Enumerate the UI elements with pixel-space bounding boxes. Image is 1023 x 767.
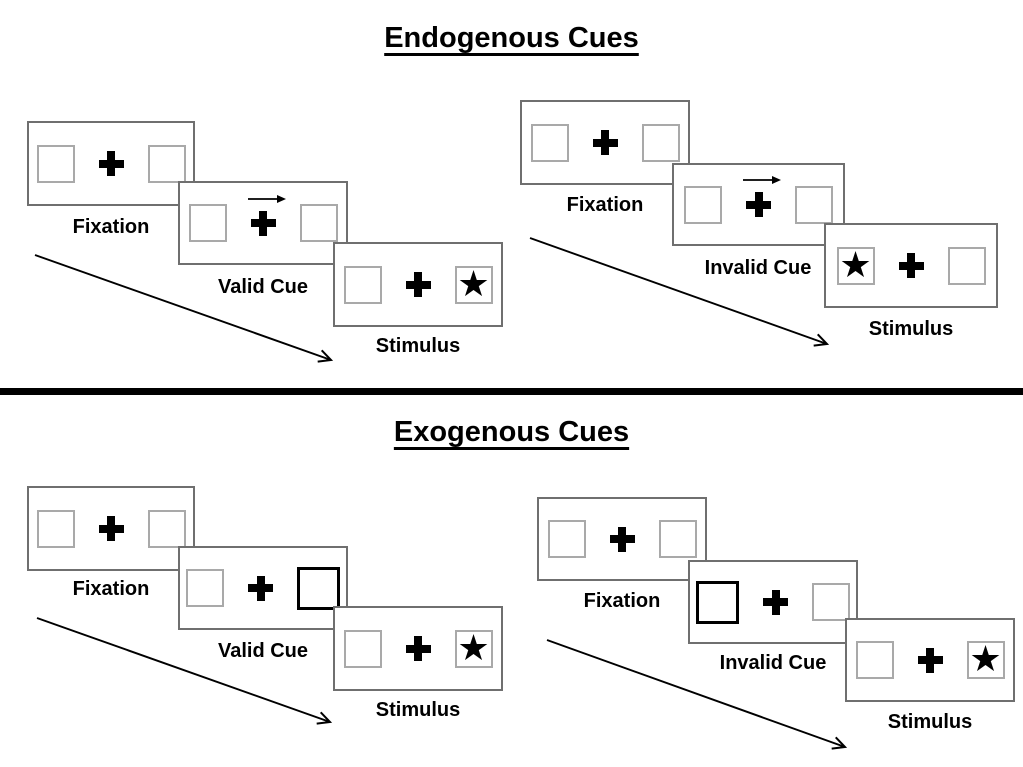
endogenous-invalid-stimulus-panel: ★ <box>824 223 998 308</box>
right-box <box>641 123 680 162</box>
left-box <box>343 265 382 304</box>
right-box <box>658 520 697 558</box>
panel-label-stimulus: Stimulus <box>887 711 973 733</box>
left-box <box>186 569 224 607</box>
right-box <box>947 246 986 285</box>
right-box <box>147 144 186 183</box>
section-title-exogenous: Exogenous Cues <box>393 416 630 448</box>
right-arrow-icon <box>743 176 781 184</box>
panel-label-stimulus: Stimulus <box>375 699 461 721</box>
right-box: ★ <box>454 262 493 304</box>
time-course-arrow <box>34 254 334 363</box>
exogenous-valid-cue-panel <box>178 546 348 630</box>
right-box <box>299 204 338 242</box>
panel-label-stimulus: Stimulus <box>868 318 954 340</box>
endogenous-invalid-fixation-panel <box>520 100 690 185</box>
fixation-cross-icon <box>898 253 924 278</box>
right-arrow-icon <box>247 194 286 203</box>
fixation-cross-icon <box>763 589 788 615</box>
fixation-cross-icon <box>917 647 943 673</box>
left-box <box>36 144 75 183</box>
panel-label-valid-cue: Valid Cue <box>217 276 309 298</box>
left-box <box>36 509 75 548</box>
section-divider <box>0 388 1023 395</box>
time-course-arrow <box>529 237 830 347</box>
endogenous-valid-fixation-panel <box>27 121 195 206</box>
panel-label-stimulus: Stimulus <box>375 335 461 357</box>
left-box <box>188 204 227 242</box>
endogenous-valid-cue-panel <box>178 181 348 265</box>
panel-label-fixation: Fixation <box>583 590 661 612</box>
time-course-arrow <box>36 617 333 725</box>
right-box <box>147 509 186 548</box>
fixation-cross-icon <box>592 130 618 155</box>
fixation-cross-icon <box>405 636 431 661</box>
star-icon: ★ <box>457 262 490 304</box>
panel-label-fixation: Fixation <box>72 578 150 600</box>
exogenous-invalid-fixation-panel <box>537 497 707 581</box>
panel-label-invalid-cue: Invalid Cue <box>719 652 827 674</box>
fixation-cross-icon <box>98 151 124 176</box>
fixation-cross-icon <box>746 192 771 217</box>
fixation-cross-icon <box>405 272 431 297</box>
left-box <box>547 520 586 558</box>
panel-label-invalid-cue: Invalid Cue <box>704 257 812 279</box>
left-box <box>684 185 722 224</box>
fixation-cross-icon <box>98 516 124 541</box>
exogenous-valid-fixation-panel <box>27 486 195 571</box>
star-icon: ★ <box>457 626 490 668</box>
right-box <box>812 583 850 621</box>
endogenous-invalid-cue-panel <box>672 163 845 246</box>
right-box-highlighted <box>297 566 340 610</box>
star-icon: ★ <box>969 638 1002 679</box>
exogenous-invalid-cue-panel <box>688 560 858 644</box>
left-box: ★ <box>836 243 875 285</box>
panel-label-valid-cue: Valid Cue <box>217 640 309 662</box>
right-box: ★ <box>454 626 493 668</box>
panel-label-fixation: Fixation <box>566 194 644 216</box>
right-box: ★ <box>966 638 1005 679</box>
endogenous-valid-stimulus-panel: ★ <box>333 242 503 327</box>
time-course-arrow <box>546 639 848 750</box>
exogenous-valid-stimulus-panel: ★ <box>333 606 503 691</box>
left-box <box>855 641 894 679</box>
section-title-endogenous: Endogenous Cues <box>384 22 639 54</box>
star-icon: ★ <box>839 243 872 285</box>
right-box <box>795 185 833 224</box>
fixation-cross-icon <box>248 575 273 601</box>
left-box <box>343 629 382 668</box>
fixation-cross-icon <box>250 210 276 236</box>
left-box <box>530 123 569 162</box>
left-box-highlighted <box>696 580 739 624</box>
panel-label-fixation: Fixation <box>72 216 150 238</box>
fixation-cross-icon <box>609 526 635 552</box>
exogenous-invalid-stimulus-panel: ★ <box>845 618 1015 702</box>
